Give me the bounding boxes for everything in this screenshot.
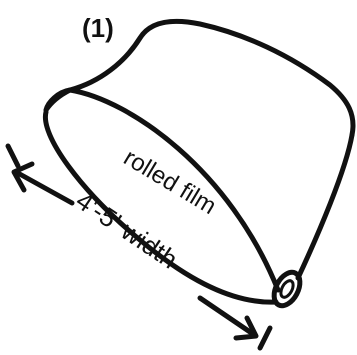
dimension-tick-left (5, 143, 21, 169)
film-curl-left (43, 87, 73, 113)
film-sheet-right-edge (295, 132, 355, 281)
dimension-tick-right (257, 325, 273, 351)
roll-core (279, 279, 295, 299)
film-sheet-top-edge (67, 18, 356, 138)
width-label: 4'-5' width (71, 185, 183, 274)
film-label: rolled film (119, 144, 221, 220)
panel-label: (1) (82, 13, 114, 43)
dimension-shaft-left (13, 169, 75, 206)
width-dimension-arrow (5, 143, 273, 351)
roll-upper-seam (67, 87, 281, 293)
film-roll-drawing (42, 18, 356, 309)
roll-lower-outline (42, 109, 279, 305)
dimension-shaft-right (197, 295, 256, 337)
dimension-arrowhead-left (11, 161, 35, 193)
dimension-arrowhead-right (233, 315, 259, 341)
roll-end-cap (271, 269, 303, 309)
